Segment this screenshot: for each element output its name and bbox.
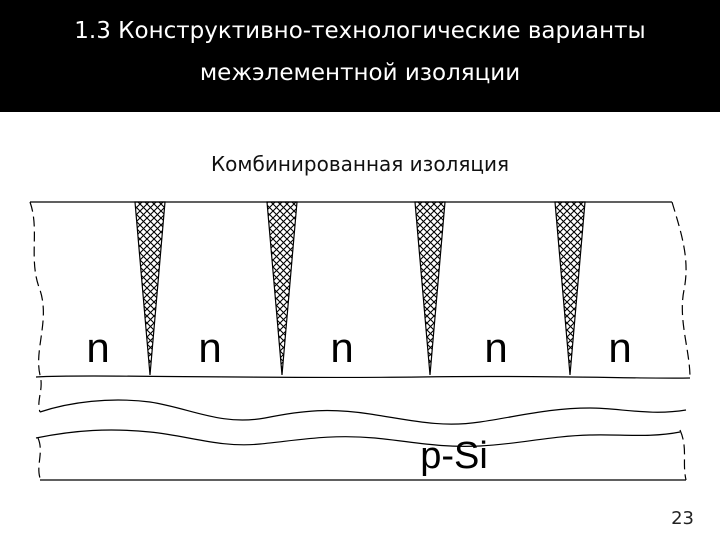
slide-title-line-1: 1.3 Конструктивно-технологические вариан… bbox=[74, 18, 646, 44]
title-bar: 1.3 Конструктивно-технологические вариан… bbox=[0, 0, 720, 112]
n-region-label-1: n bbox=[86, 324, 109, 371]
isolation-diagram: n n n n n p-Si bbox=[29, 201, 691, 481]
right-break-edge bbox=[671, 201, 691, 379]
n-region-label-2: n bbox=[198, 324, 221, 371]
n-region-label-3: n bbox=[330, 324, 353, 371]
left-break-edge-lower bbox=[37, 437, 41, 479]
n-layer-boundary bbox=[35, 375, 691, 379]
diagram-subtitle: Комбинированная изоляция bbox=[210, 152, 510, 176]
isolation-wedge-4 bbox=[554, 201, 586, 376]
isolation-wedge-2 bbox=[266, 201, 298, 376]
left-break-edge bbox=[29, 201, 44, 413]
n-region-label-4: n bbox=[484, 324, 507, 371]
page-number: 23 bbox=[671, 508, 694, 529]
break-wave-lower bbox=[35, 429, 681, 447]
isolation-wedge-1 bbox=[134, 201, 166, 376]
slide-title-line-2: межэлементной изоляции bbox=[199, 60, 521, 86]
n-region-label-5: n bbox=[608, 324, 631, 371]
substrate-label: p-Si bbox=[420, 435, 488, 477]
break-wave-upper bbox=[39, 399, 687, 425]
right-break-edge-lower bbox=[679, 429, 687, 481]
isolation-wedge-3 bbox=[414, 201, 446, 376]
